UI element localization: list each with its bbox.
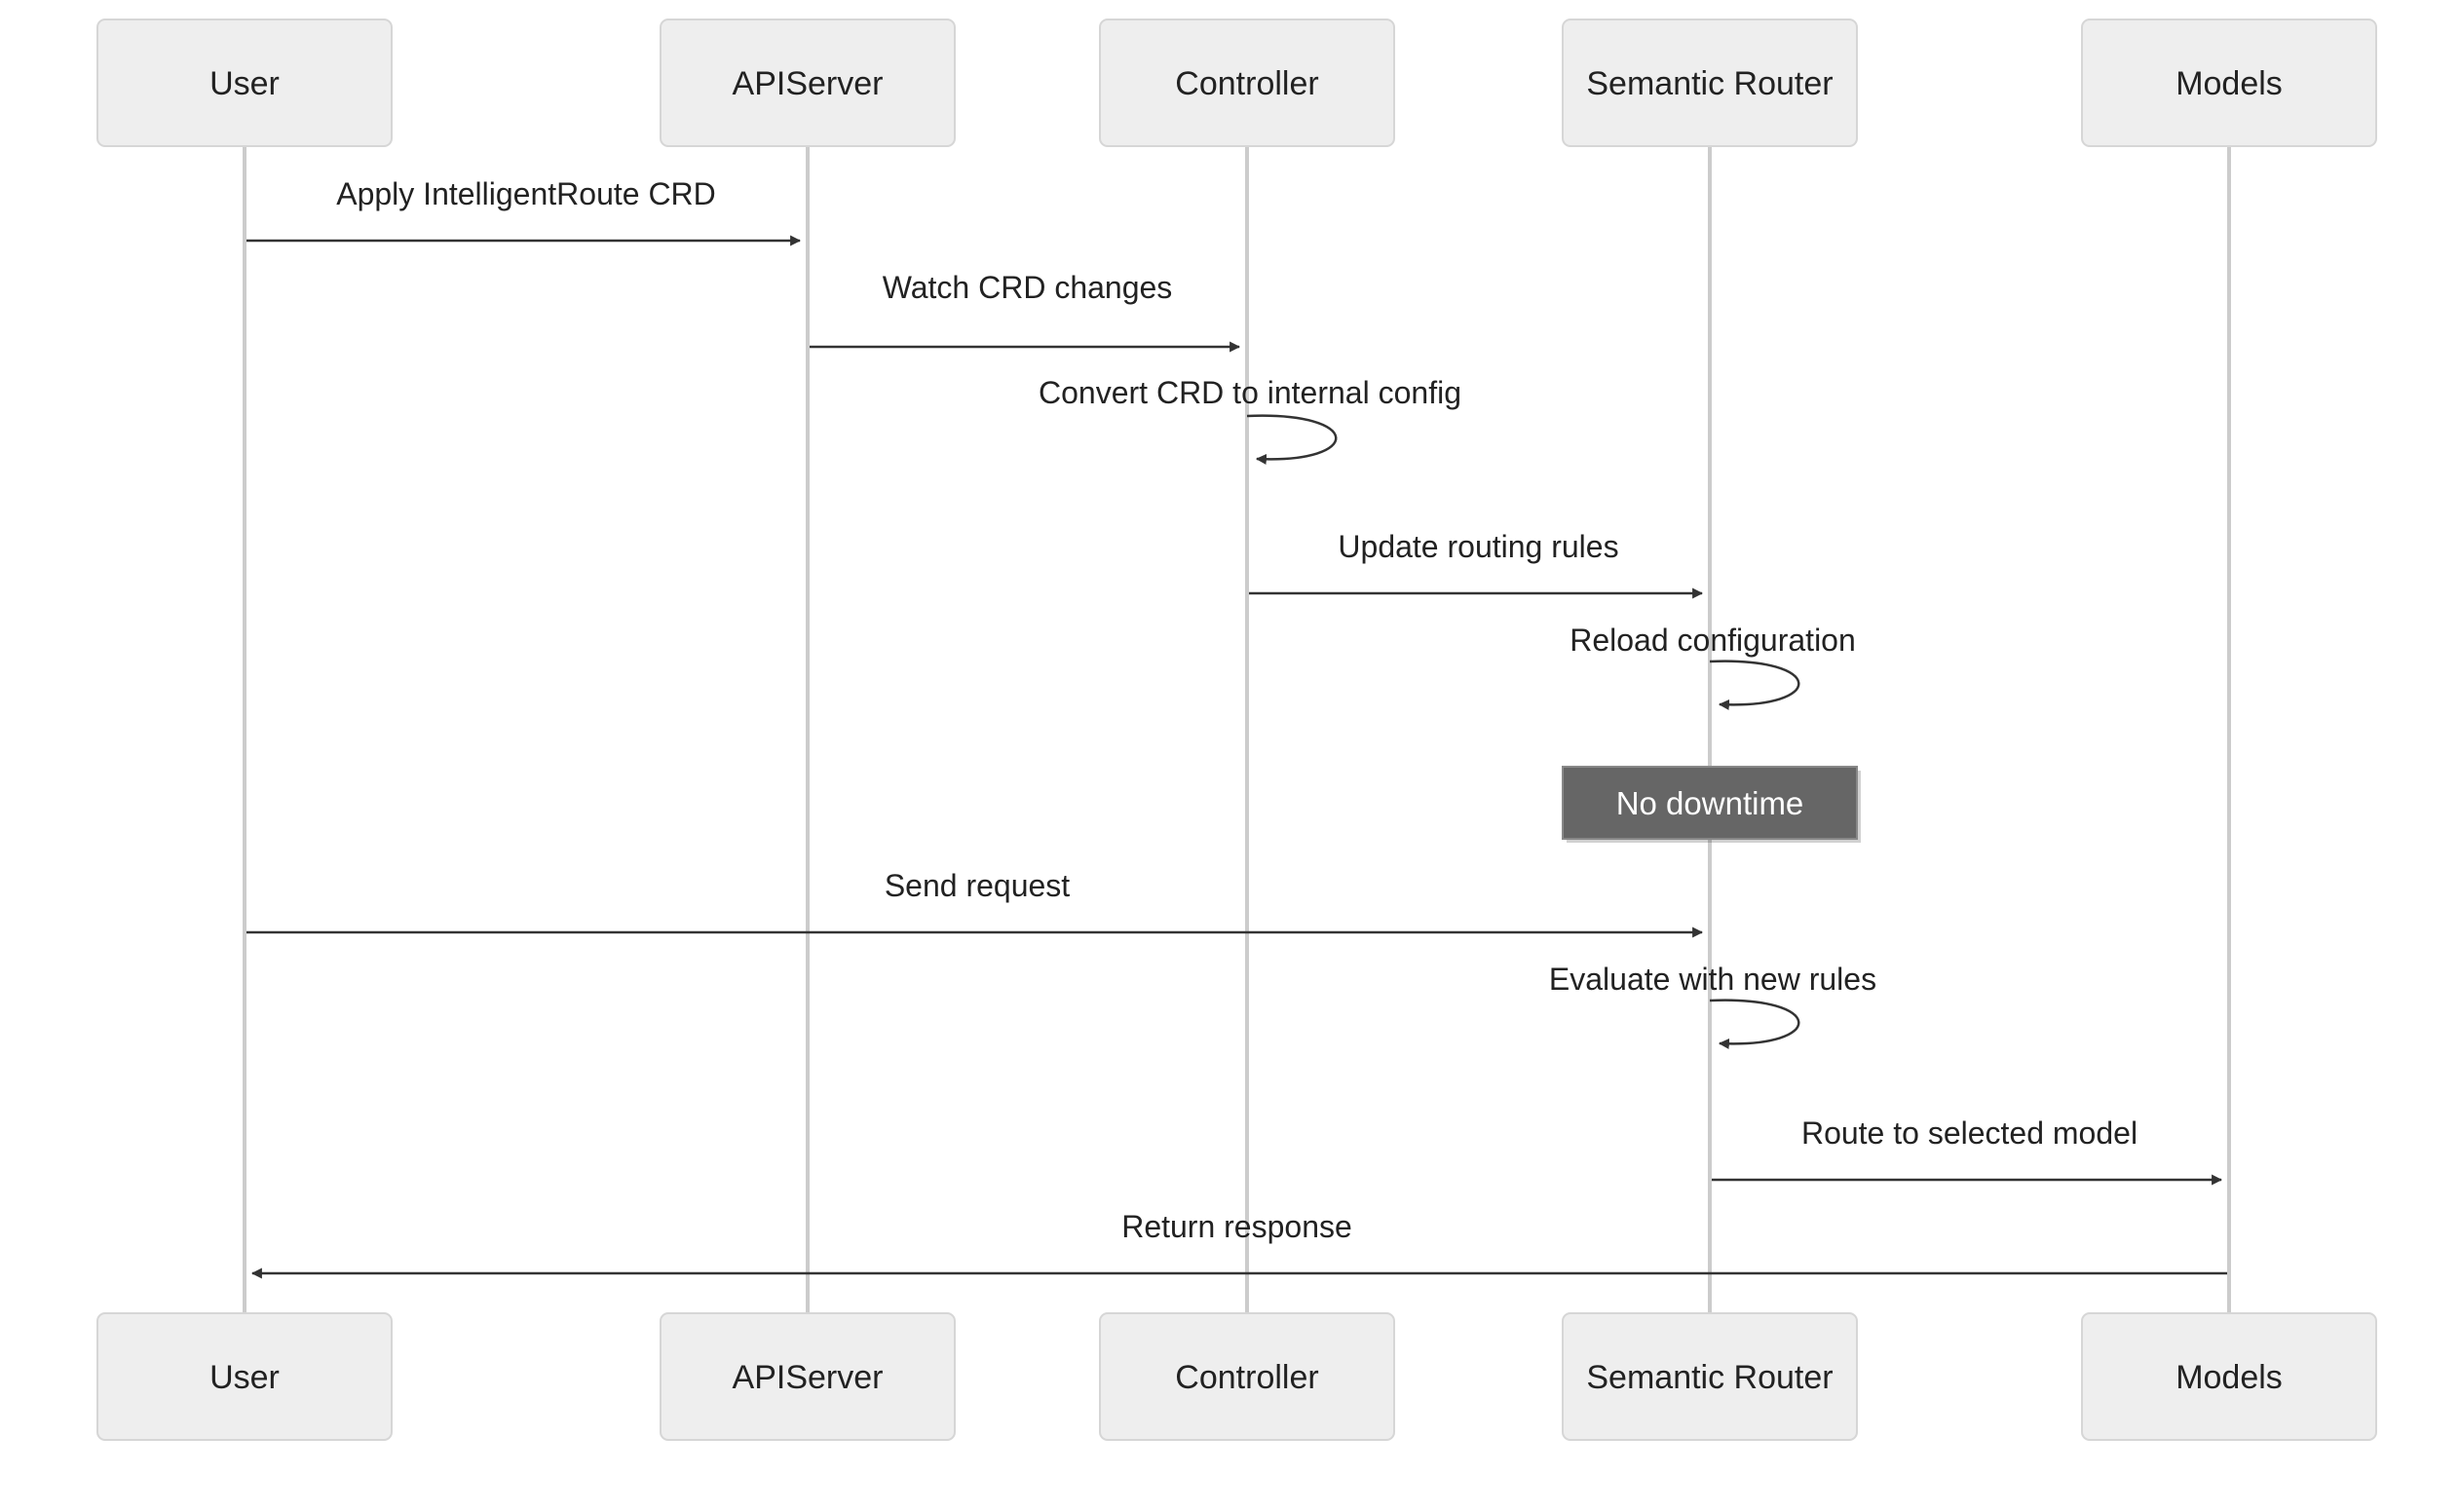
actor-models-bottom: Models [2081,1312,2377,1441]
actor-label: Semantic Router [1586,65,1833,102]
message-return-response: Return response [250,1209,2227,1279]
message-reload-configuration: Reload configuration [1570,623,1856,710]
note-box [1562,766,1858,840]
actor-label: Models [2175,1359,2283,1396]
actor-controller-bottom: Controller [1099,1312,1395,1441]
actor-apiserver-top: APIServer [660,19,956,147]
actor-label: User [209,1359,280,1396]
actor-box [2081,1312,2377,1441]
message-convert-crd-to-internal-config: Convert CRD to internal config [1039,375,1461,465]
actor-label: Controller [1175,65,1318,102]
message-apply-intelligentroute-crd: Apply IntelligentRoute CRD [246,176,802,246]
actor-controller-top: Controller [1099,19,1395,147]
actor-label: User [209,65,280,102]
message-update-routing-rules: Update routing rules [1249,529,1704,599]
actor-router-bottom: Semantic Router [1562,1312,1858,1441]
actor-box [660,1312,956,1441]
actor-user-bottom: User [96,1312,393,1441]
actor-router-top: Semantic Router [1562,19,1858,147]
actor-box [1099,19,1395,147]
note-label: No downtime [1616,785,1804,821]
note-no-downtime: No downtime [1562,766,1861,843]
message-send-request: Send request [246,868,1704,938]
message-label: Reload configuration [1570,623,1856,658]
actor-box [1562,19,1858,147]
self-arrow [1709,999,1800,1049]
actor-label: Controller [1175,1359,1318,1396]
message-label: Update routing rules [1338,529,1618,564]
actor-models-top: Models [2081,19,2377,147]
message-label: Route to selected model [1801,1115,2137,1151]
actor-box [1099,1312,1395,1441]
message-label: Return response [1121,1209,1352,1244]
actor-label: Semantic Router [1586,1359,1833,1396]
actor-label: Models [2175,65,2283,102]
message-watch-crd-changes: Watch CRD changes [810,270,1241,353]
message-label: Watch CRD changes [883,270,1173,305]
actor-box [2081,19,2377,147]
actor-box [660,19,956,147]
message-label: Apply IntelligentRoute CRD [336,176,716,211]
actor-apiserver-bottom: APIServer [660,1312,956,1441]
message-evaluate-with-new-rules: Evaluate with new rules [1549,962,1876,1049]
self-arrow [1246,414,1338,465]
actor-box [96,19,393,147]
actor-label: APIServer [733,65,884,102]
actor-box [96,1312,393,1441]
message-label: Send request [885,868,1070,903]
actor-label: APIServer [733,1359,884,1396]
self-arrow [1709,660,1800,710]
message-route-to-selected-model: Route to selected model [1712,1115,2223,1186]
message-label: Convert CRD to internal config [1039,375,1461,410]
actor-user-top: User [96,19,393,147]
message-label: Evaluate with new rules [1549,962,1876,997]
actor-box [1562,1312,1858,1441]
